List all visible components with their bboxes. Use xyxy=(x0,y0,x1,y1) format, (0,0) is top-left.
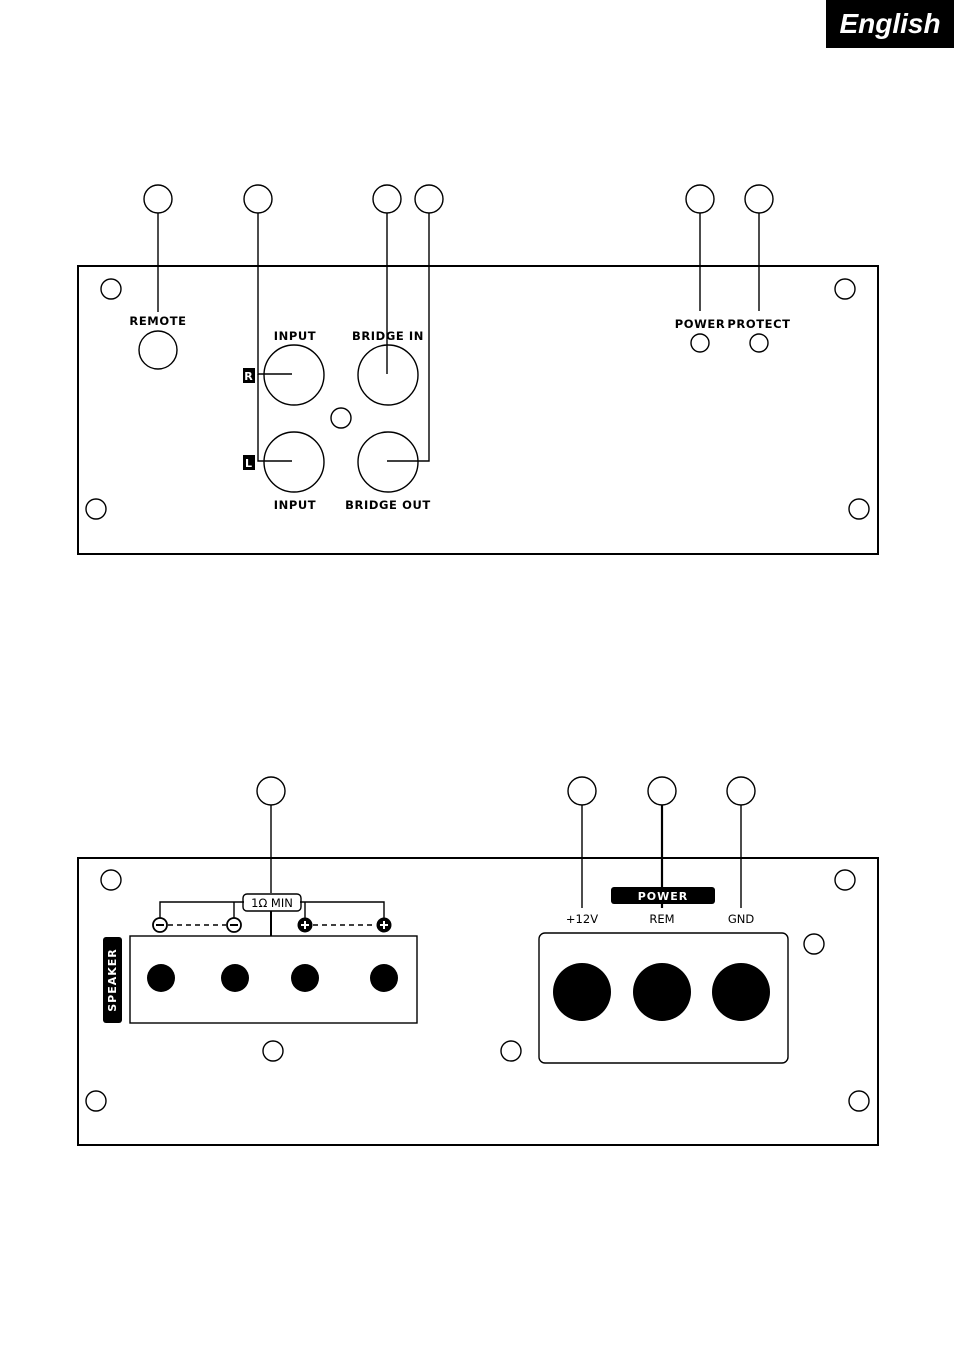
callout-remote xyxy=(144,185,172,213)
front-panel xyxy=(78,266,878,554)
input-bottom-label: INPUT xyxy=(274,498,317,512)
screw-hole xyxy=(835,870,855,890)
screw-hole xyxy=(501,1041,521,1061)
callout-12v xyxy=(568,777,596,805)
callout-bridge-in xyxy=(373,185,401,213)
speaker-terminal xyxy=(147,964,175,992)
remote-label: REMOTE xyxy=(129,314,186,328)
callout-protect-led xyxy=(745,185,773,213)
screw-hole xyxy=(849,499,869,519)
terminal-12v-label: +12V xyxy=(566,912,598,926)
callout-input xyxy=(244,185,272,213)
speaker-terminal xyxy=(370,964,398,992)
remote-jack xyxy=(139,331,177,369)
callout-speaker xyxy=(257,777,285,805)
screw-hole xyxy=(101,279,121,299)
channel-r-label: R xyxy=(244,370,253,383)
power-block-label: POWER xyxy=(638,890,689,903)
leader-input xyxy=(258,213,292,374)
callout-bridge-out xyxy=(415,185,443,213)
callout-rem xyxy=(648,777,676,805)
input-top-label: INPUT xyxy=(274,329,317,343)
callout-gnd xyxy=(727,777,755,805)
terminal-12v xyxy=(553,963,611,1021)
speaker-terminal xyxy=(221,964,249,992)
speaker-label: SPEAKER xyxy=(106,948,119,1012)
impedance-bracket xyxy=(160,902,244,918)
impedance-label: 1Ω MIN xyxy=(251,896,293,910)
screw-hole xyxy=(101,870,121,890)
screw-hole xyxy=(86,499,106,519)
leader-input-l xyxy=(258,374,292,461)
bridge-in-label: BRIDGE IN xyxy=(352,329,424,343)
terminal-rem xyxy=(633,963,691,1021)
channel-l-label: L xyxy=(245,457,253,470)
screw-hole xyxy=(263,1041,283,1061)
protect-led xyxy=(750,334,768,352)
terminal-gnd-label: GND xyxy=(728,912,755,926)
screw-hole xyxy=(331,408,351,428)
screw-hole xyxy=(835,279,855,299)
screw-hole xyxy=(86,1091,106,1111)
terminal-rem-label: REM xyxy=(649,912,674,926)
power-led xyxy=(691,334,709,352)
input-r-jack xyxy=(264,345,324,405)
speaker-terminal xyxy=(291,964,319,992)
protect-led-label: PROTECT xyxy=(727,317,790,331)
bridge-out-label: BRIDGE OUT xyxy=(345,498,431,512)
callout-power-led xyxy=(686,185,714,213)
bridge-in-jack xyxy=(358,345,418,405)
input-l-jack xyxy=(264,432,324,492)
bridge-out-jack xyxy=(358,432,418,492)
screw-hole xyxy=(804,934,824,954)
power-led-label: POWER xyxy=(675,317,726,331)
impedance-bracket xyxy=(300,902,384,918)
terminal-gnd xyxy=(712,963,770,1021)
screw-hole xyxy=(849,1091,869,1111)
